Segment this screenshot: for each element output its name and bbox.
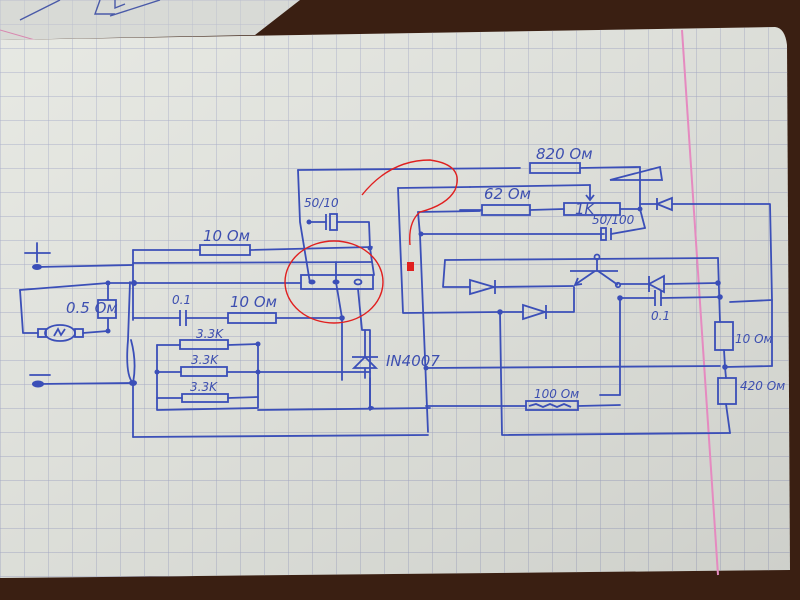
red-annotations: ?: [284, 159, 458, 324]
transistor: [570, 253, 619, 287]
positive-terminal: +: [24, 242, 51, 270]
negative-terminal: [29, 374, 134, 388]
resistor-100-bottom-label: 100 Ом: [534, 387, 579, 401]
resistor-3.3k-2-label: 3.3K: [191, 353, 219, 367]
shunt-resistor-label: 0.5 Ом: [66, 299, 118, 317]
annotation-circle: [284, 240, 384, 324]
capacitor-0.1-right-label: 0.1: [651, 309, 670, 323]
electrolytic-cap-50-100-label: 50/100: [592, 213, 635, 227]
electrolytic-cap-50-10-label: 50/10: [304, 196, 339, 210]
diode-in4007-label: IN4007: [386, 352, 440, 370]
resistor-420-label: 420 Ом: [740, 379, 785, 393]
resistor-10-top-label: 10 Ом: [203, 227, 250, 245]
annotation-dot: [407, 262, 414, 271]
resistor-100-bottom: 100 Ом: [525, 387, 579, 411]
right-section: 820 Ом 62 Ом 1K 50/100: [425, 145, 785, 436]
potentiometer-1k-label: 1K: [575, 200, 596, 218]
shunt-resistor: 0.5 Ом: [66, 299, 118, 332]
resistor-10-right-label: 10 Ом: [735, 332, 773, 346]
background-sheet: [0, 0, 300, 41]
left-section: + 0.5 Ом: [19, 227, 429, 438]
margin-line: [681, 29, 719, 576]
resistor-420: 420 Ом: [717, 377, 785, 405]
annotation-question-mark: [361, 159, 458, 246]
resistor-820-label: 820 Ом: [536, 145, 593, 163]
resistor-62-label: 62 Ом: [484, 185, 531, 203]
resistor-3.3k-1-label: 3.3K: [196, 327, 224, 341]
relay-section: 50/10 IN4007: [257, 167, 721, 433]
grid-paper: [0, 27, 790, 578]
motor: [37, 324, 84, 342]
resistor-3.3k-3-label: 3.3K: [190, 380, 218, 394]
resistor-10-series-label: 10 Ом: [230, 293, 277, 311]
capacitor-0.1-left-label: 0.1: [172, 293, 191, 307]
